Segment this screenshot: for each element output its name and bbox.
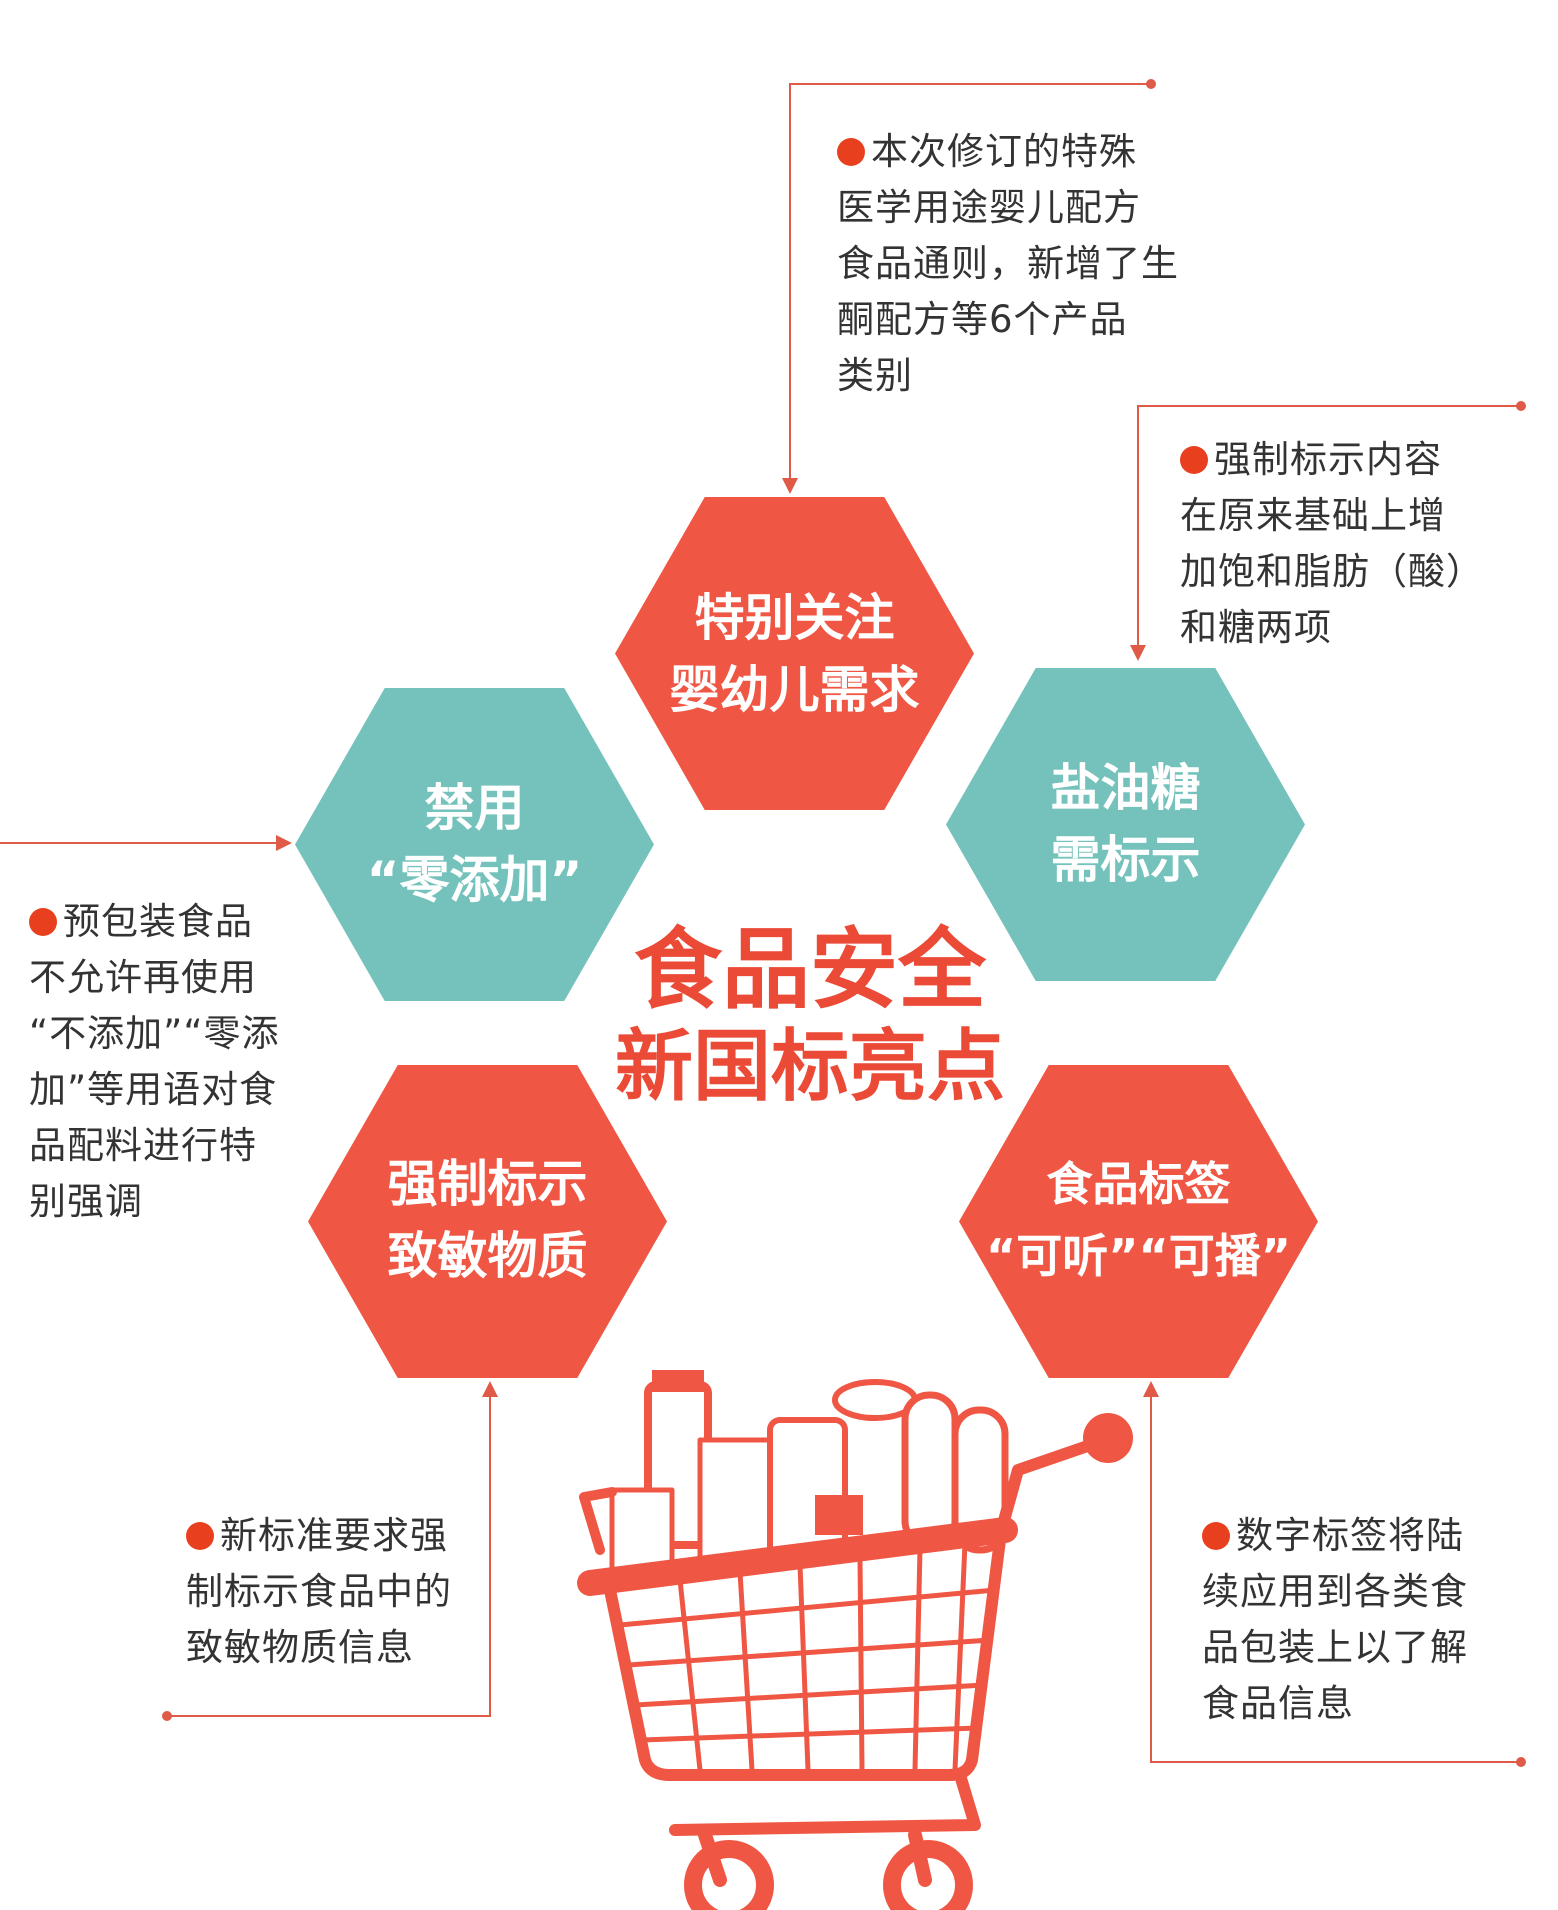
main-subtitle: 新国标亮点: [614, 1022, 1005, 1112]
note-text: 和糖两项: [1180, 606, 1332, 649]
note-line: 加饱和脂肪（酸）: [1180, 544, 1484, 600]
note-text: 加饱和脂肪（酸）: [1180, 550, 1484, 593]
connector-dot: [1516, 401, 1526, 411]
note-text: “不添加”“零添: [29, 1012, 280, 1055]
note-zero-additive: 预包装食品不允许再使用 “不添加”“零添加”等用语对食品配料进行特别强调: [29, 894, 280, 1230]
note-line: 数字标签将陆: [1202, 1508, 1468, 1564]
note-text: 医学用途婴儿配方: [837, 186, 1141, 229]
note-line: 食品信息: [1202, 1676, 1468, 1732]
note-text: 续应用到各类食: [1202, 1570, 1468, 1613]
note-line: “不添加”“零添: [29, 1006, 280, 1062]
note-text: 食品信息: [1202, 1682, 1354, 1725]
hex-line: “零添加”: [366, 851, 583, 909]
connector-dot: [1146, 79, 1156, 89]
hexagon-zero-additive: [295, 688, 654, 1001]
note-text: 品配料进行特: [29, 1124, 257, 1167]
hex-label-infant: 特别关注 婴幼儿需求: [615, 582, 974, 726]
hex-line: 婴幼儿需求: [669, 661, 920, 719]
hexagon-salt-oil-sugar: [946, 668, 1305, 981]
note-text: 制标示食品中的: [186, 1570, 452, 1613]
bullet-dot-icon: [1202, 1522, 1230, 1550]
note-line: 制标示食品中的: [186, 1564, 452, 1620]
note-line: 致敏物质信息: [186, 1620, 452, 1676]
cart-handle-ball: [1083, 1413, 1133, 1463]
note-line: 本次修订的特殊: [837, 124, 1179, 180]
connector-dot: [162, 1711, 172, 1721]
note-text: 别强调: [29, 1180, 143, 1223]
shopping-cart-illustration: [577, 1370, 1111, 1887]
hex-line: 盐油糖: [1050, 759, 1201, 817]
hex-line: “可听”“可播”: [986, 1229, 1291, 1283]
hexagon-digital-label: [959, 1065, 1318, 1378]
note-text: 品包装上以了解: [1202, 1626, 1468, 1669]
bullet-dot-icon: [1180, 446, 1208, 474]
note-line: 品包装上以了解: [1202, 1620, 1468, 1676]
note-digital-label: 数字标签将陆续应用到各类食品包装上以了解食品信息: [1202, 1508, 1468, 1732]
connector-infant: [782, 83, 1151, 494]
cart-wheel: [883, 1840, 973, 1910]
hex-label-allergen: 强制标示 致敏物质: [308, 1148, 667, 1292]
hexagon-allergen: [308, 1065, 667, 1378]
note-text: 食品通则，新增了生: [837, 242, 1179, 285]
note-line: 医学用途婴儿配方: [837, 180, 1179, 236]
note-line: 类别: [837, 348, 1179, 404]
note-text: 强制标示内容: [1214, 438, 1442, 481]
note-allergen: 新标准要求强制标示食品中的致敏物质信息: [186, 1508, 452, 1676]
hex-line: 食品标签: [1046, 1157, 1231, 1211]
note-line: 和糖两项: [1180, 600, 1484, 656]
note-salt-oil-sugar: 强制标示内容在原来基础上增加饱和脂肪（酸） 和糖两项: [1180, 432, 1484, 656]
note-text: 不允许再使用: [29, 956, 257, 999]
note-line: 不允许再使用: [29, 950, 280, 1006]
hex-label-salt-oil-sugar: 盐油糖 需标示: [946, 752, 1305, 896]
bullet-dot-icon: [29, 908, 57, 936]
note-text: 本次修订的特殊: [871, 130, 1137, 173]
bullet-dot-icon: [186, 1522, 214, 1550]
note-line: 品配料进行特: [29, 1118, 280, 1174]
note-text: 新标准要求强: [220, 1514, 448, 1557]
note-text: 在原来基础上增: [1180, 494, 1446, 537]
note-line: 新标准要求强: [186, 1508, 452, 1564]
note-text: 类别: [837, 354, 913, 397]
hex-label-digital-label: 食品标签 “可听”“可播”: [959, 1148, 1318, 1292]
bullet-dot-icon: [837, 138, 865, 166]
main-title: 食品安全: [633, 918, 986, 1021]
note-text: 加”等用语对食: [29, 1068, 278, 1111]
hex-label-zero-additive: 禁用 “零添加”: [295, 772, 654, 916]
note-line: 强制标示内容: [1180, 432, 1484, 488]
note-text: 数字标签将陆: [1236, 1514, 1464, 1557]
note-text: 酮配方等6个产品: [837, 298, 1128, 341]
note-line: 别强调: [29, 1174, 280, 1230]
hex-line: 强制标示: [387, 1155, 588, 1213]
note-line: 食品通则，新增了生: [837, 236, 1179, 292]
hex-line: 需标示: [1050, 831, 1201, 889]
hexagon-infant: [615, 497, 974, 810]
hex-line: 特别关注: [694, 589, 895, 647]
note-line: 续应用到各类食: [1202, 1564, 1468, 1620]
note-line: 预包装食品: [29, 894, 280, 950]
cart-wheel: [684, 1840, 774, 1910]
hex-line: 致敏物质: [387, 1227, 588, 1285]
note-text: 预包装食品: [63, 900, 253, 943]
note-line: 在原来基础上增: [1180, 488, 1484, 544]
note-line: 加”等用语对食: [29, 1062, 280, 1118]
connector-allergen: [167, 1381, 498, 1717]
note-line: 酮配方等6个产品: [837, 292, 1179, 348]
connector-digital-label: [1143, 1381, 1521, 1763]
hex-line: 禁用: [424, 779, 525, 837]
note-infant: 本次修订的特殊医学用途婴儿配方食品通则，新增了生酮配方等6个产品类别: [837, 124, 1179, 404]
connector-salt-oil-sugar: [1130, 405, 1521, 661]
connector-dot: [1516, 1757, 1526, 1767]
note-text: 致敏物质信息: [186, 1626, 414, 1669]
